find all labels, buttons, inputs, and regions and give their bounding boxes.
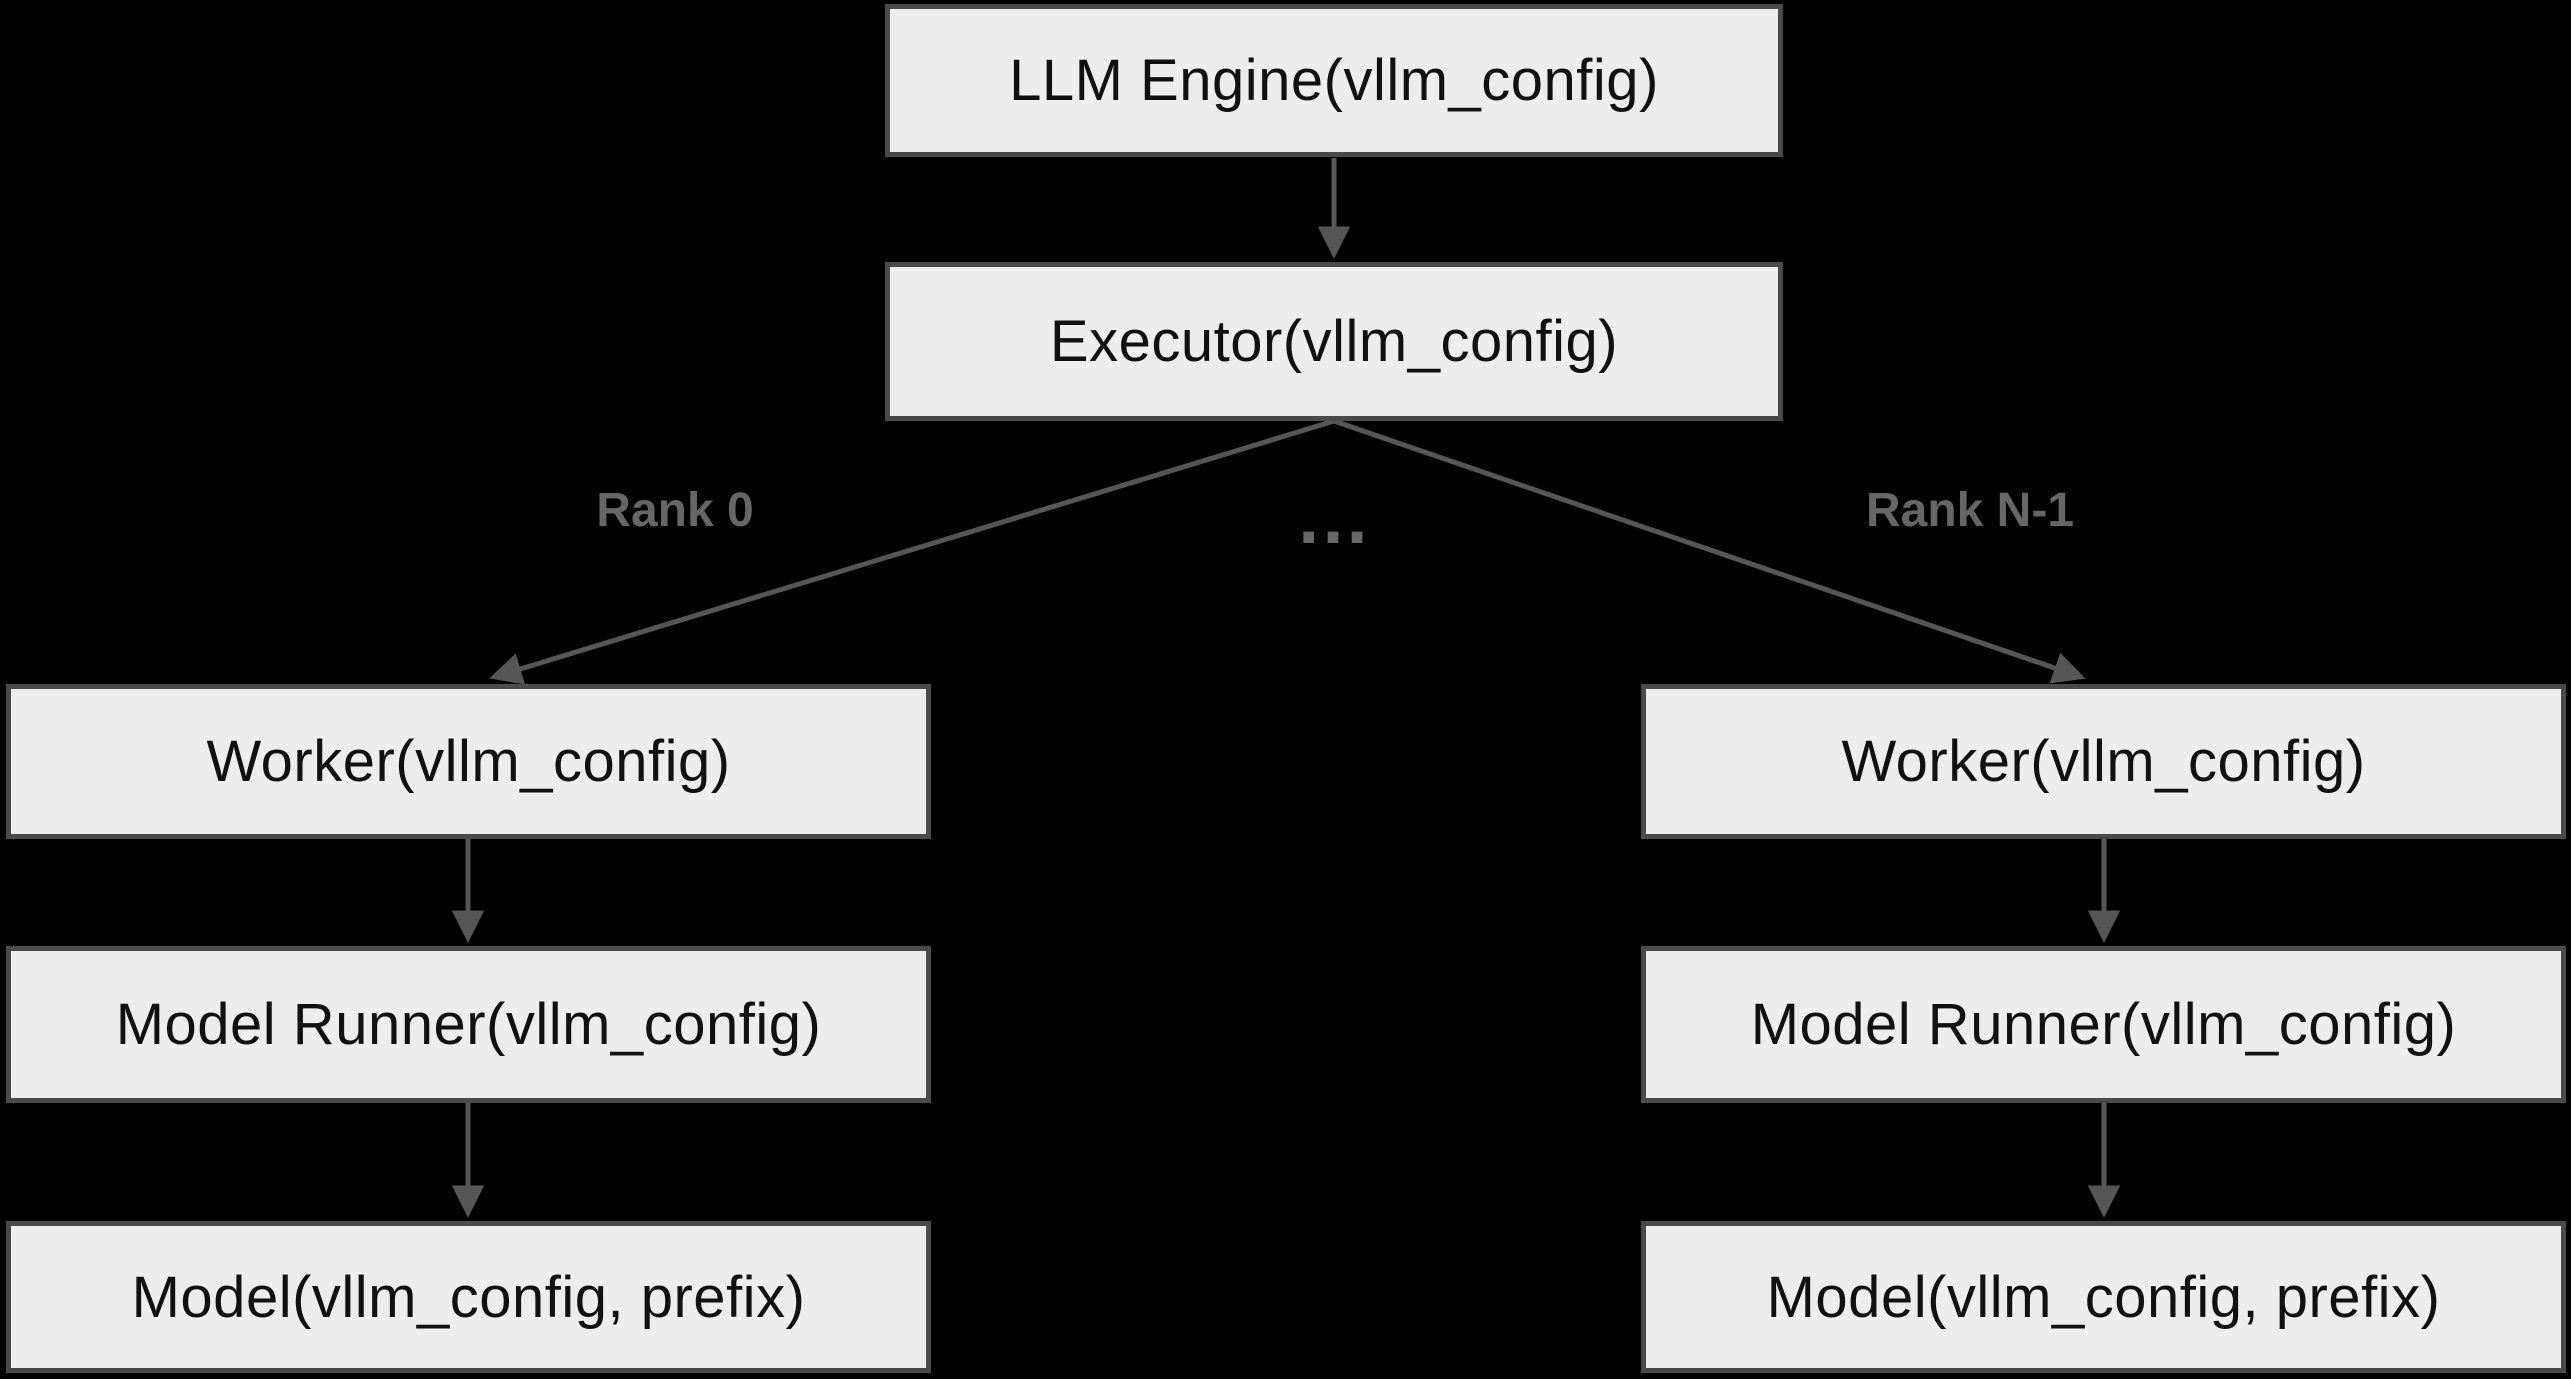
edge-executor-to-worker-right — [1333, 418, 2086, 684]
edge-label-rank-0: Rank 0 — [596, 484, 754, 537]
node-model-runner-rank-n-1-label: Model Runner(vllm_config) — [1750, 992, 2457, 1057]
node-model-rank-n-1-label: Model(vllm_config, prefix) — [1766, 1264, 2441, 1330]
node-model-runner-rank-n-1: Model Runner(vllm_config) — [1641, 946, 2566, 1103]
node-llm-engine: LLM Engine(vllm_config) — [885, 4, 1783, 157]
node-worker-rank0: Worker(vllm_config) — [6, 684, 931, 839]
edge-label-rank-n-1: Rank N-1 — [1865, 484, 2075, 537]
node-worker-rank-n-1-label: Worker(vllm_config) — [1841, 729, 2366, 794]
node-model-runner-rank0: Model Runner(vllm_config) — [6, 946, 931, 1103]
node-model-rank-n-1: Model(vllm_config, prefix) — [1641, 1221, 2566, 1373]
node-executor: Executor(vllm_config) — [885, 262, 1783, 421]
edge-executor-to-worker-left — [489, 418, 1335, 685]
edge-label-ellipsis: … — [1295, 475, 1373, 560]
node-executor-label: Executor(vllm_config) — [1049, 309, 1619, 374]
node-llm-engine-label: LLM Engine(vllm_config) — [1009, 48, 1659, 113]
node-model-rank0: Model(vllm_config, prefix) — [6, 1221, 931, 1373]
node-worker-rank-n-1: Worker(vllm_config) — [1641, 684, 2566, 839]
node-model-rank0-label: Model(vllm_config, prefix) — [131, 1264, 806, 1330]
node-worker-rank0-label: Worker(vllm_config) — [206, 729, 731, 794]
node-model-runner-rank0-label: Model Runner(vllm_config) — [115, 992, 822, 1057]
